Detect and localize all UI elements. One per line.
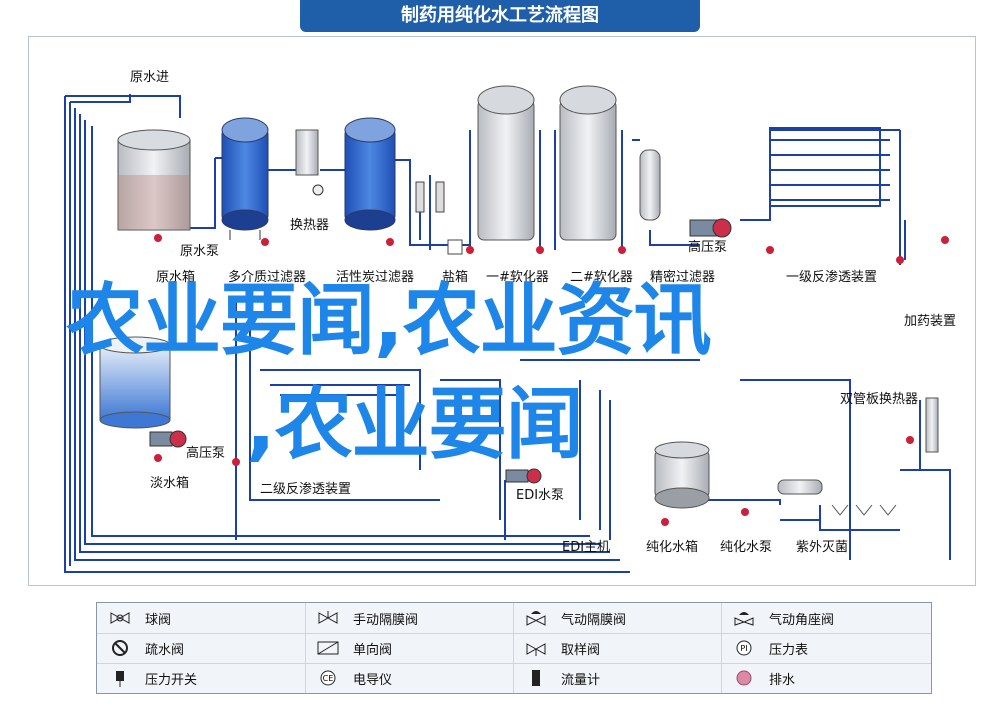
- ro1-membranes: [769, 127, 881, 207]
- high-pressure-pump-2: [149, 430, 187, 448]
- legend-item: 单向阀: [305, 633, 392, 663]
- label-ro1: 一级反渗透装置: [786, 270, 878, 285]
- raw-water-tank: [117, 129, 191, 231]
- legend-item: 流量计: [513, 663, 600, 693]
- label-raw-water-in: 原水进: [130, 70, 170, 85]
- pneumatic-diaphragm-valve-icon: [523, 609, 549, 627]
- edi-pump-unit: [505, 468, 542, 484]
- legend-item: 疏水阀: [97, 633, 184, 663]
- overlay-text-line2: ,农业要闻: [246, 380, 584, 470]
- legend-item: 气动角座阀: [721, 603, 834, 633]
- label-salt-tank: 盐箱: [442, 270, 469, 285]
- label-softener-1: 一#软化器: [486, 270, 549, 285]
- label-raw-pump: 原水泵: [180, 244, 220, 259]
- label-softener-2: 二#软化器: [570, 270, 633, 285]
- label-edi-host: EDI主机: [562, 540, 611, 555]
- high-pressure-pump-1: [689, 218, 732, 238]
- legend-item: 球阀: [97, 603, 171, 633]
- pressure-switch-icon: [107, 669, 133, 687]
- legend-item: CE 电导仪: [305, 663, 392, 693]
- pure-water-tank: [654, 441, 710, 509]
- label-pure-pump: 纯化水泵: [720, 540, 773, 555]
- legend-item: 排水: [721, 663, 795, 693]
- softener-2: [559, 85, 617, 241]
- overlay-text-line1: 农业要闻,农业资讯: [66, 276, 712, 366]
- drain-valve-icon: [107, 639, 133, 657]
- heat-exchanger-unit: [295, 129, 324, 196]
- pneumatic-angle-valve-icon: [731, 609, 757, 627]
- label-dosing: 加药装置: [904, 314, 957, 329]
- precision-filter: [639, 149, 661, 221]
- uv-sterilizer: [777, 479, 897, 516]
- label-carbon-filter: 活性炭过滤器: [336, 270, 415, 285]
- double-tube-exchanger: [925, 397, 939, 453]
- manual-diaphragm-valve-icon: [315, 609, 341, 627]
- legend-item: 手动隔膜阀: [305, 603, 418, 633]
- label-multi-filter: 多介质过滤器: [228, 270, 307, 285]
- label-ro2: 二级反渗透装置: [260, 482, 352, 497]
- drain-icon: [731, 669, 757, 687]
- sampling-valve-icon: [523, 639, 549, 657]
- label-uv: 紫外灭菌: [796, 540, 849, 555]
- ball-valve-icon: [107, 609, 133, 627]
- label-precision-filter: 精密过滤器: [650, 270, 716, 285]
- label-high-pressure-pump-1: 高压泵: [688, 240, 728, 255]
- legend-item: 气动隔膜阀: [513, 603, 626, 633]
- valve-markers: [154, 234, 949, 526]
- legend-table: 球阀 手动隔膜阀 气动隔膜阀 气动角座阀 疏水阀 单向阀 取样阀 PI: [96, 602, 932, 694]
- legend-item: PI 压力表: [721, 633, 808, 663]
- legend-item: 取样阀: [513, 633, 600, 663]
- label-high-pressure-pump-2: 高压泵: [186, 446, 226, 461]
- label-heat-exchanger: 换热器: [290, 218, 330, 233]
- pressure-gauge-icon: PI: [731, 639, 757, 657]
- svg-text:CE: CE: [323, 674, 334, 683]
- fresh-water-tank: [99, 336, 171, 429]
- carbon-filter: [344, 117, 396, 231]
- svg-text:PI: PI: [740, 644, 747, 653]
- label-pure-tank: 纯化水箱: [646, 540, 699, 555]
- multi-media-filter: [221, 117, 269, 240]
- softener-1: [477, 85, 535, 241]
- pipe-network: [64, 94, 951, 573]
- label-edi-pump: EDI水泵: [516, 488, 565, 503]
- check-valve-icon: [315, 639, 341, 657]
- salt-tank: [415, 181, 463, 255]
- diagram-title: 制药用纯化水工艺流程图: [300, 0, 700, 32]
- flow-meter-icon: [523, 669, 549, 687]
- conductivity-meter-icon: CE: [315, 669, 341, 687]
- label-tube-exchanger: 双管板换热器: [840, 392, 919, 407]
- label-raw-tank: 原水箱: [156, 270, 196, 285]
- label-fresh-tank: 淡水箱: [150, 476, 190, 491]
- legend-item: 压力开关: [97, 663, 197, 693]
